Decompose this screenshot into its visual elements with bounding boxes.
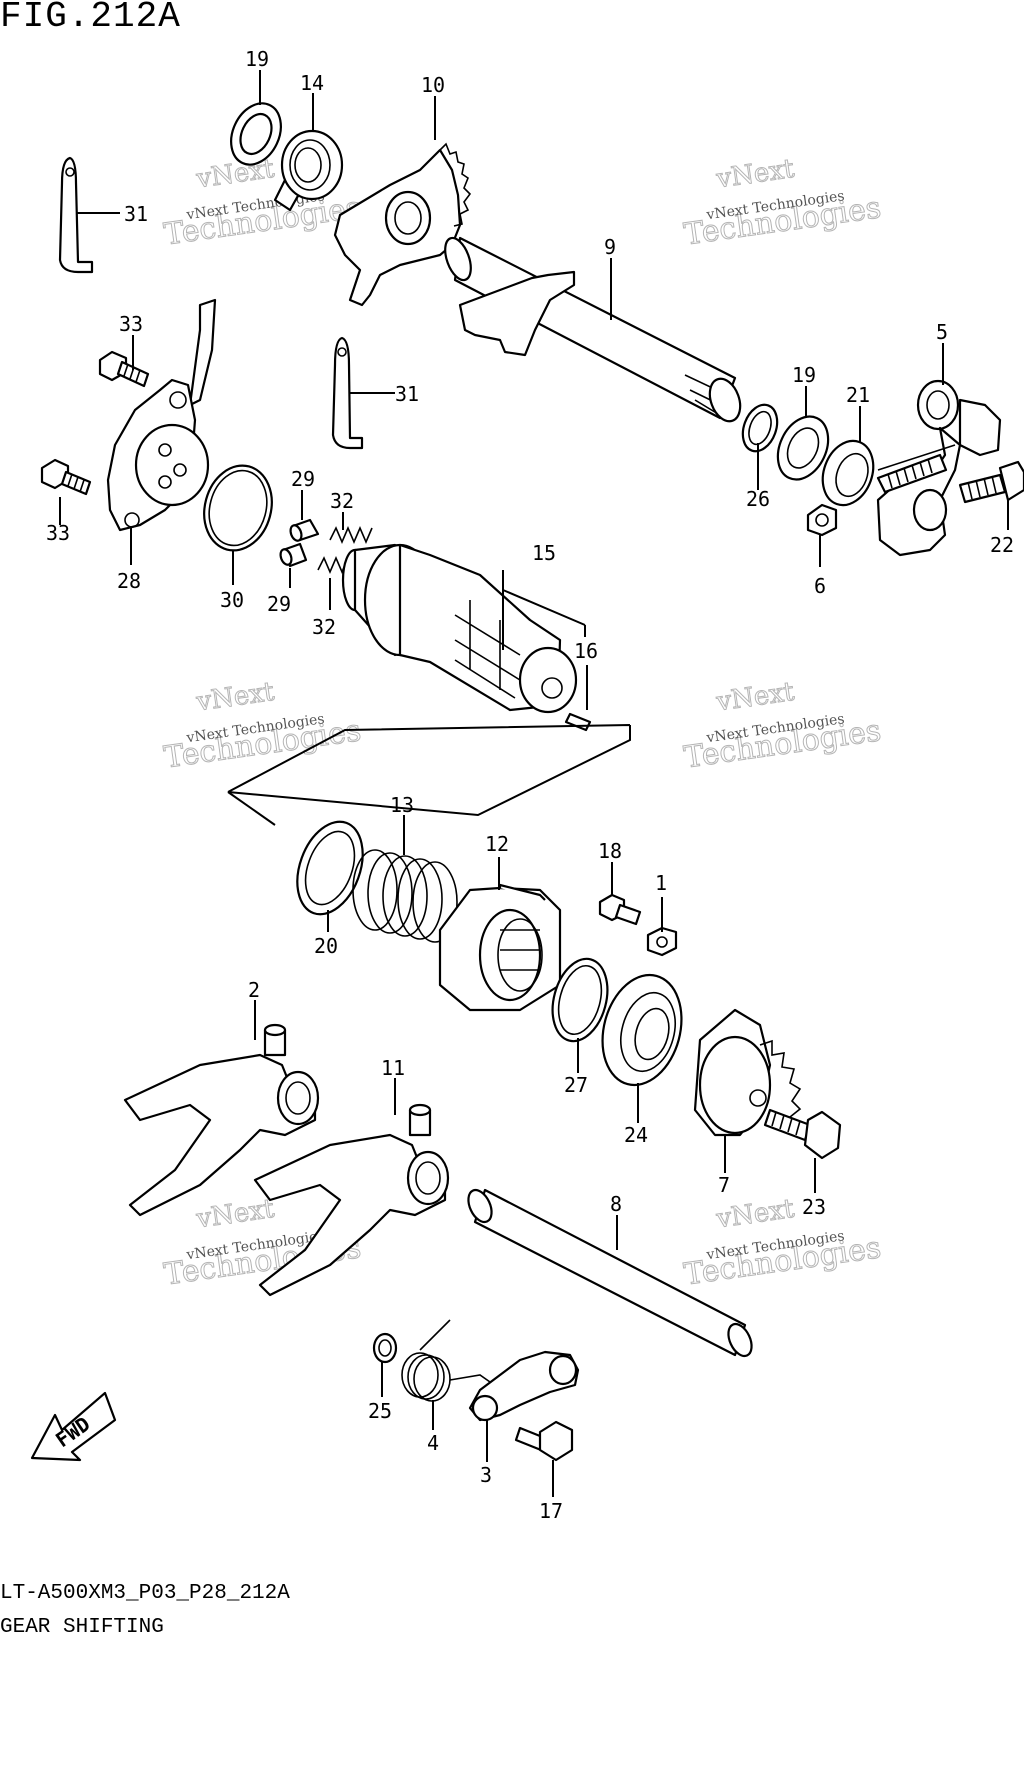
- callout-22: 22: [990, 533, 1014, 557]
- part-washer-25: [372, 1332, 398, 1364]
- fwd-direction-arrow: FWD: [30, 1391, 117, 1462]
- figure-name: GEAR SHIFTING: [0, 1616, 164, 1639]
- watermark: vNext Technologies vNext Technologies: [681, 153, 883, 253]
- figure-code: LT-A500XM3_P03_P28_212A: [0, 1582, 290, 1605]
- part-clip-31b: [331, 336, 364, 450]
- callout-33a: 33: [119, 312, 143, 336]
- callout-28: 28: [117, 569, 141, 593]
- callout-labels: 19 14 10 31 9 5 33 31 19 21 33 29 32 26 …: [46, 47, 1014, 1523]
- callout-19a: 19: [245, 47, 269, 71]
- part-stopper-arm-3: [468, 1350, 580, 1422]
- part-washer-20: [296, 820, 364, 916]
- callout-23: 23: [802, 1195, 826, 1219]
- callout-16: 16: [574, 639, 598, 663]
- part-lever-bolt: [876, 453, 948, 494]
- callout-19b: 19: [792, 363, 816, 387]
- callout-27: 27: [564, 1073, 588, 1097]
- part-fork-11: [253, 1103, 450, 1297]
- leader-lines: [59, 70, 1009, 1497]
- part-spring-4: [401, 1319, 491, 1402]
- part-stopper-12: [438, 883, 562, 1012]
- part-fork-2: [123, 1023, 320, 1217]
- part-washer-19a: [230, 102, 282, 166]
- callout-8: 8: [610, 1192, 622, 1216]
- part-bolt-33a: [98, 350, 150, 388]
- callout-13: 13: [390, 793, 414, 817]
- callout-20: 20: [314, 934, 338, 958]
- callout-2: 2: [248, 978, 260, 1002]
- callout-6: 6: [814, 574, 826, 598]
- callout-21: 21: [846, 383, 870, 407]
- part-spring-13: [352, 849, 458, 943]
- callout-4: 4: [427, 1431, 439, 1455]
- callout-10: 10: [421, 73, 445, 97]
- watermark-line1: vNext: [714, 1194, 797, 1235]
- part-bolt-23: [763, 1108, 842, 1160]
- part-pin-29a: [289, 518, 320, 542]
- part-spring-14: [273, 129, 344, 212]
- callout-32b: 32: [312, 615, 336, 639]
- callout-33b: 33: [46, 521, 70, 545]
- callout-3: 3: [480, 1463, 492, 1487]
- callout-17: 17: [539, 1499, 563, 1523]
- part-shaft-8: [467, 1188, 753, 1358]
- callout-5: 5: [936, 320, 948, 344]
- part-cover-28: [106, 298, 217, 532]
- watermark: vNext Technologies vNext Technologies: [681, 676, 883, 776]
- callout-24: 24: [624, 1123, 648, 1147]
- part-pin-29b: [279, 542, 308, 568]
- callout-26: 26: [746, 487, 770, 511]
- part-circlip-27: [551, 957, 609, 1043]
- watermark-line1: vNext: [194, 1194, 277, 1235]
- part-clip-31a: [58, 156, 94, 274]
- callout-30: 30: [220, 588, 244, 612]
- callout-11: 11: [381, 1056, 405, 1080]
- callout-12: 12: [485, 832, 509, 856]
- watermark: vNext Technologies vNext Technologies: [161, 676, 363, 776]
- part-shift-shaft-9: [444, 236, 742, 423]
- part-washer-19b: [776, 415, 830, 481]
- callout-14: 14: [300, 71, 324, 95]
- callout-25: 25: [368, 1399, 392, 1423]
- watermark-line1: vNext: [714, 677, 797, 718]
- part-bolt-17: [514, 1420, 574, 1462]
- part-bolt-18: [598, 893, 642, 926]
- part-oring-30: [203, 464, 273, 552]
- part-nut-1: [646, 926, 678, 957]
- part-nut-6: [806, 503, 838, 537]
- callout-29a: 29: [291, 467, 315, 491]
- part-gear-7: [693, 1008, 802, 1137]
- callout-32a: 32: [330, 489, 354, 513]
- watermark-line1: vNext: [714, 154, 797, 195]
- figure-title-text: FIG.212A: [0, 0, 181, 37]
- part-bolt-33b: [40, 458, 92, 496]
- watermark: vNext Technologies vNext Technologies: [681, 1193, 883, 1293]
- callout-7: 7: [718, 1173, 730, 1197]
- callout-9: 9: [604, 235, 616, 259]
- part-bearing-24: [601, 973, 683, 1087]
- watermark-line1: vNext: [194, 677, 277, 718]
- callout-18: 18: [598, 839, 622, 863]
- callout-29b: 29: [267, 592, 291, 616]
- callout-1: 1: [655, 871, 667, 895]
- callout-31b: 31: [395, 382, 419, 406]
- part-shift-drum-15: [341, 543, 578, 714]
- part-pin-16: [564, 712, 592, 732]
- part-spring-32a: [329, 525, 373, 545]
- assembly-frame: [227, 724, 631, 826]
- part-bolt-22: [958, 460, 1024, 504]
- part-shift-lever-5: [876, 379, 1002, 557]
- part-sector-10: [333, 142, 472, 307]
- part-circlip-26: [741, 403, 779, 453]
- callout-15: 15: [532, 541, 556, 565]
- callout-31a: 31: [124, 202, 148, 226]
